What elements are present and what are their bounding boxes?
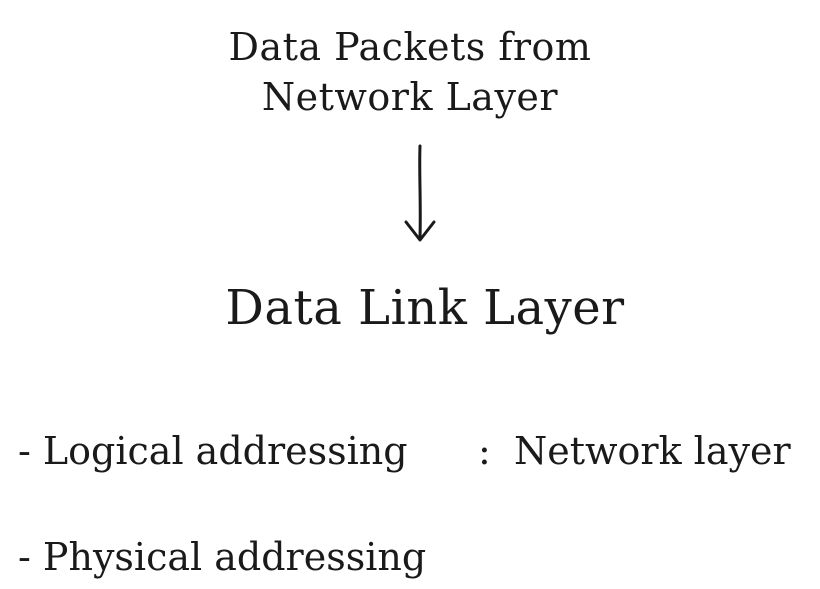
source-label: Data Packets from Network Layer [0,22,820,122]
responsibility-assignment: : Network layer [478,427,791,475]
layer-title: Data Link Layer [225,280,625,336]
source-label-line-1: Data Packets from [228,25,592,69]
source-label-line-2: Network Layer [261,75,559,119]
bullet-dash: - [18,429,43,473]
responsibility-name: Physical addressing [42,535,427,579]
down-arrow-icon [404,144,436,242]
responsibility-item: - Logical addressing [18,427,408,475]
assignment-separator: : [478,429,491,473]
responsibility-item: - Physical addressing [18,533,426,581]
bullet-dash: - [18,535,43,579]
responsibility-name: Logical addressing [42,429,408,473]
responsibility-owner: Network layer [514,429,791,473]
